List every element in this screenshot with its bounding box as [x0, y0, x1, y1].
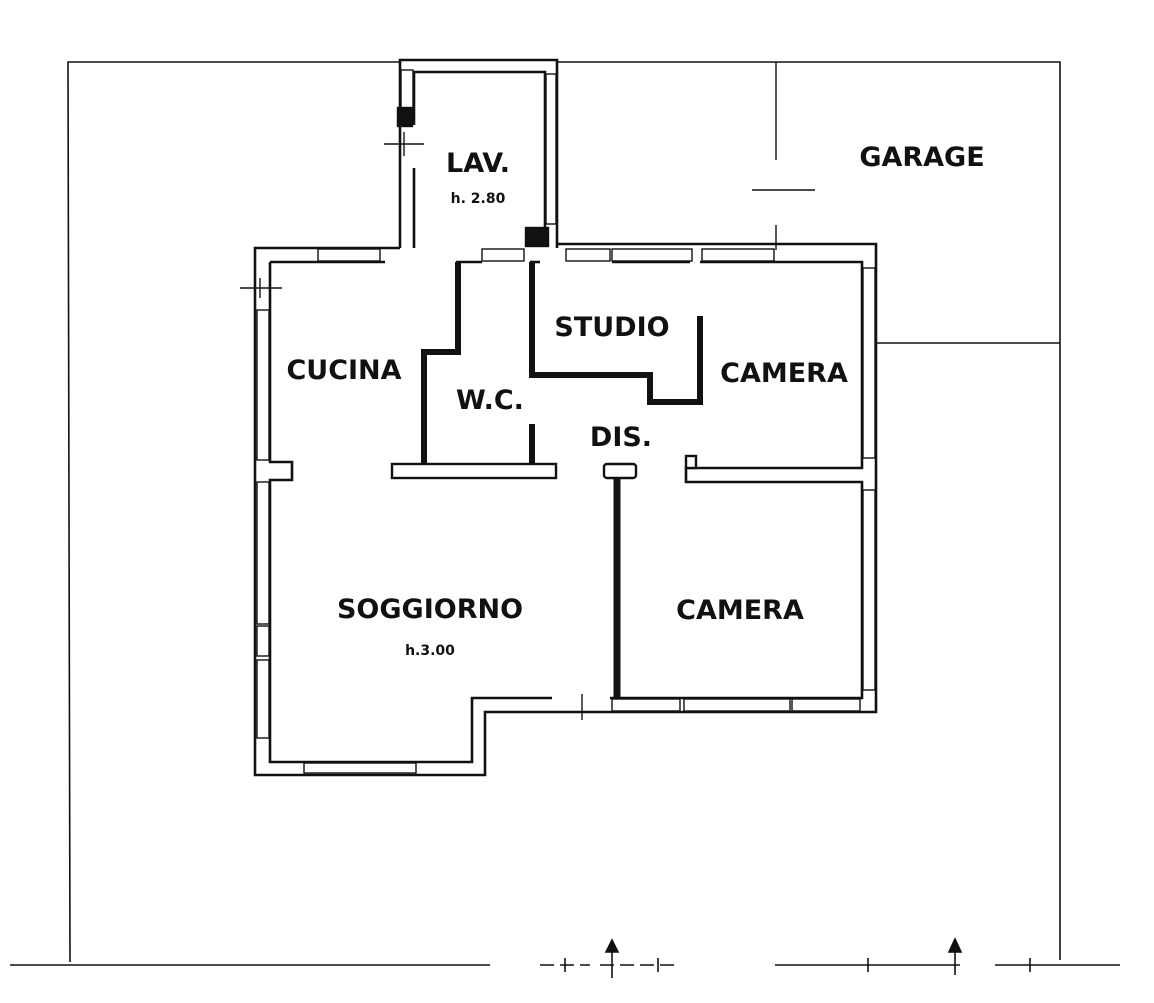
partition-caps	[390, 106, 698, 480]
room-label-garage: GARAGE	[859, 142, 984, 173]
windows	[256, 69, 876, 774]
interior-walls	[421, 262, 703, 698]
garage-partitions	[752, 62, 1060, 344]
room-label-dis: DIS.	[590, 422, 652, 453]
room-height-soggiorno: h.3.00	[405, 643, 455, 659]
room-label-wc: W.C.	[456, 385, 524, 416]
lot-boundary	[10, 61, 1120, 966]
room-label-studio: STUDIO	[554, 312, 669, 343]
dimension-ticks	[240, 132, 605, 720]
room-label-camera-top: CAMERA	[720, 358, 848, 389]
room-label-camera-bottom: CAMERA	[676, 595, 804, 626]
north-markers	[564, 937, 1031, 978]
room-label-lav: LAV.	[446, 148, 510, 179]
exterior-walls	[253, 58, 878, 777]
room-label-cucina: CUCINA	[286, 355, 401, 386]
room-height-lav: h. 2.80	[451, 191, 506, 207]
room-label-soggiorno: SOGGIORNO	[337, 594, 523, 625]
room-labels: LAV. h. 2.80 GARAGE STUDIO CUCINA W.C. C…	[286, 142, 984, 659]
